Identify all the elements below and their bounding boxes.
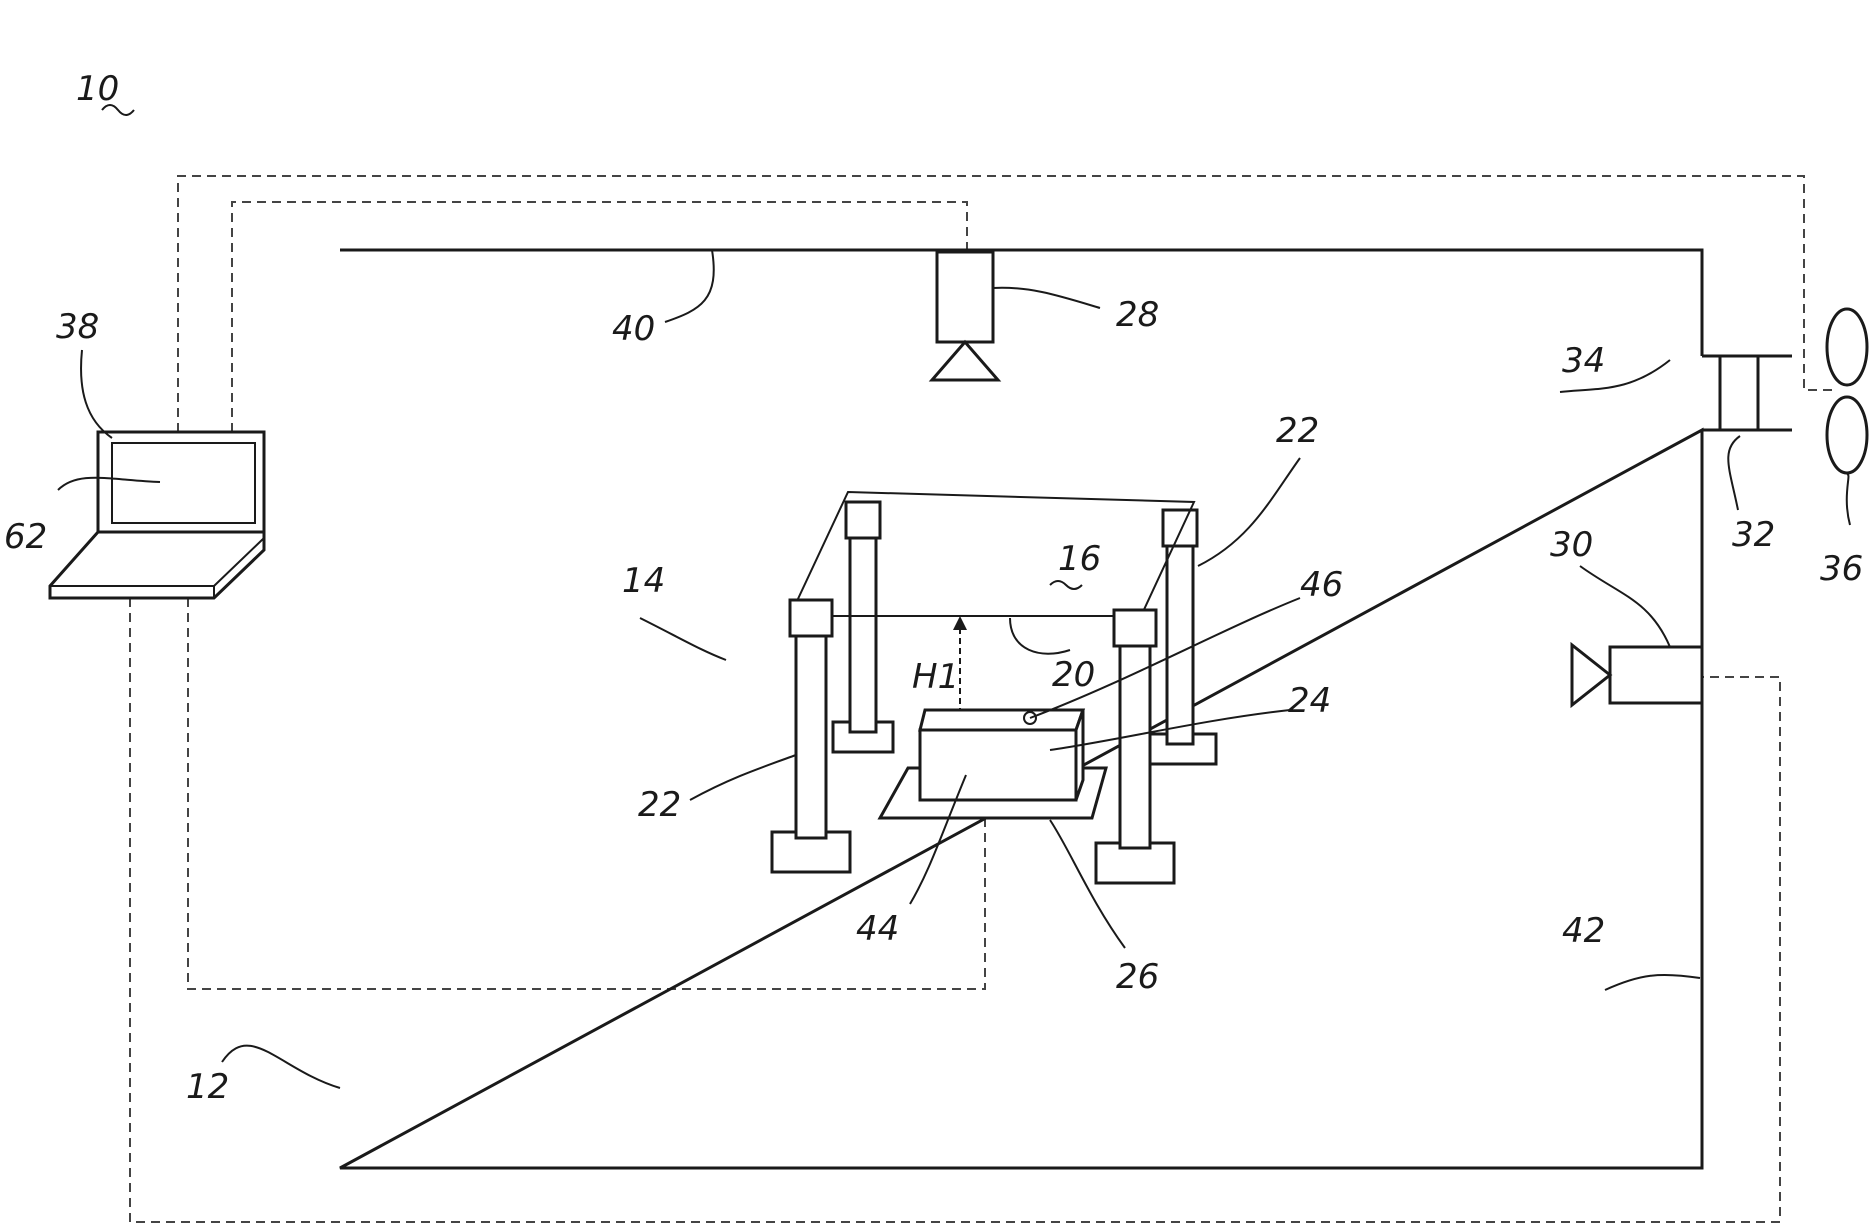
- reference-labels: 10 38 62 40 28 34 32 36 30 22 16 46 14 H…: [4, 69, 1863, 1107]
- test-rig: [772, 492, 1216, 883]
- label-62: 62: [4, 517, 47, 557]
- label-40: 40: [612, 309, 655, 349]
- label-38: 38: [56, 307, 99, 347]
- label-30: 30: [1550, 525, 1593, 565]
- label-14: 14: [622, 561, 665, 601]
- label-42: 42: [1562, 911, 1605, 951]
- label-32: 32: [1732, 515, 1775, 555]
- laptop-icon: [50, 432, 264, 598]
- label-36: 36: [1820, 549, 1863, 589]
- top-sensor-icon: [932, 252, 998, 380]
- label-34: 34: [1562, 341, 1605, 381]
- label-h1: H1: [912, 657, 959, 697]
- label-22-right: 22: [1276, 411, 1319, 451]
- fan-icon: [1827, 309, 1867, 473]
- specimen-box: [920, 710, 1083, 800]
- label-46: 46: [1300, 565, 1343, 605]
- label-22-left: 22: [638, 785, 681, 825]
- side-camera-icon: [1572, 645, 1702, 705]
- label-44: 44: [856, 909, 899, 949]
- label-20: 20: [1052, 655, 1095, 695]
- label-16: 16: [1058, 539, 1101, 579]
- label-10: 10: [76, 69, 119, 109]
- label-24: 24: [1288, 681, 1331, 721]
- label-26: 26: [1116, 957, 1159, 997]
- leg-back-left: [833, 502, 893, 752]
- port: [1702, 356, 1792, 430]
- label-28: 28: [1116, 295, 1159, 335]
- label-12: 12: [186, 1067, 229, 1107]
